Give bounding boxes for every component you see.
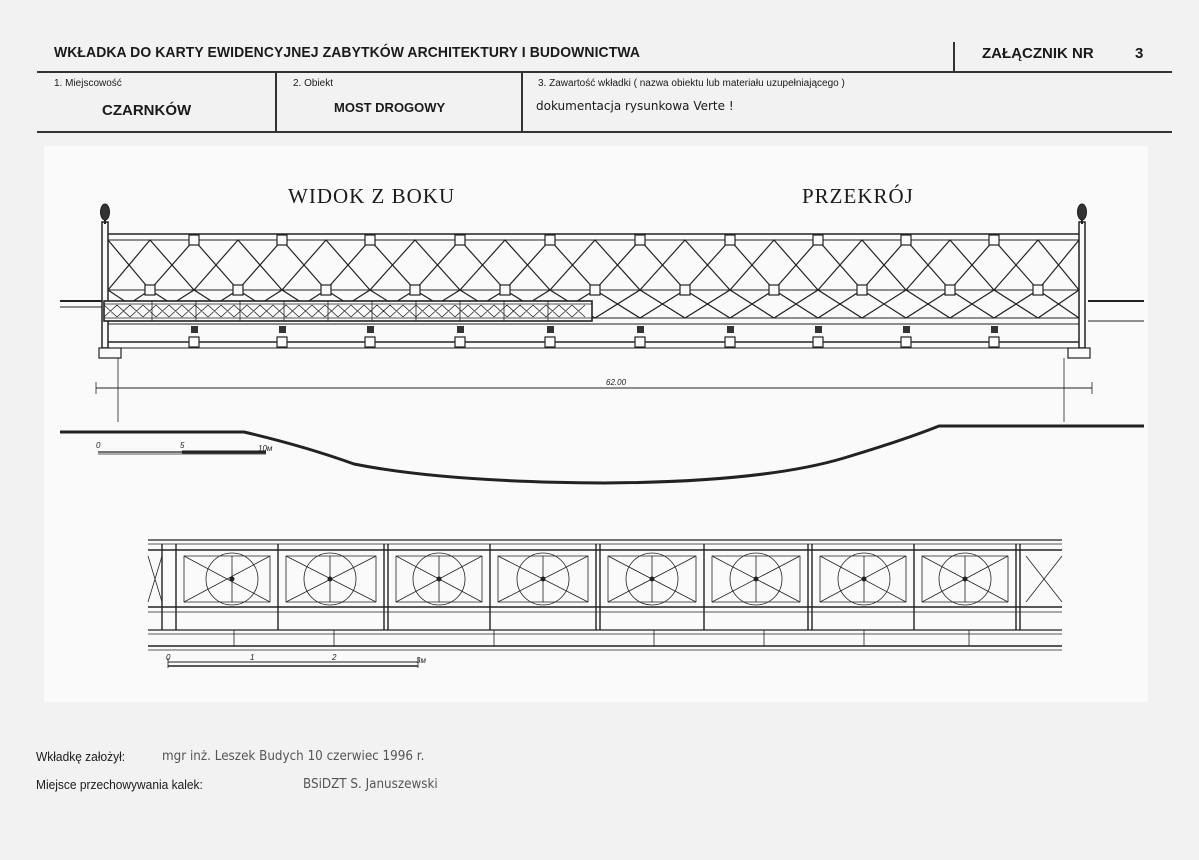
locality-label: 1. Miejscowość bbox=[54, 78, 122, 89]
field-divider-2 bbox=[521, 72, 523, 132]
field-divider-1 bbox=[275, 72, 277, 132]
span-dimension-label: 62.00 bbox=[606, 378, 627, 387]
author-value: mgr inż. Leszek Budych 10 czerwiec 1996 … bbox=[162, 749, 425, 764]
locality-value: CZARNKÓW bbox=[102, 102, 192, 119]
content-value: dokumentacja rysunkowa Verte ! bbox=[536, 99, 734, 113]
scale-bottom-tick-1: 1 bbox=[250, 653, 254, 662]
scale-bottom-tick-3: 3м bbox=[416, 656, 426, 665]
side-view-label: WIDOK Z BOKU bbox=[288, 184, 456, 208]
document-title: WKŁADKA DO KARTY EWIDENCYJNEJ ZABYTKÓW A… bbox=[54, 44, 641, 61]
header-rule bbox=[37, 71, 1172, 73]
fields-rule bbox=[37, 131, 1172, 133]
annex-label: ZAŁĄCZNIK NR bbox=[982, 45, 1094, 62]
scale-bottom-tick-0: 0 bbox=[166, 653, 171, 662]
scale-top-tick-2: 10м bbox=[258, 444, 273, 453]
scale-top-tick-1: 5 bbox=[180, 441, 185, 450]
author-label: Wkładkę założył: bbox=[36, 749, 126, 764]
drawing-sheet: 62.00 0 5 10м 0 1 2 3м WIDOK Z BOKU PRZE… bbox=[44, 146, 1148, 702]
storage-label: Miejsce przechowywania kalek: bbox=[36, 777, 203, 792]
scale-top-tick-0: 0 bbox=[96, 441, 101, 450]
scale-bottom-tick-2: 2 bbox=[331, 653, 337, 662]
section-label: PRZEKRÓJ bbox=[802, 184, 914, 208]
object-value: MOST DROGOWY bbox=[334, 100, 446, 115]
content-label: 3. Zawartość wkładki ( nazwa obiektu lub… bbox=[538, 78, 845, 89]
annex-number: 3 bbox=[1135, 45, 1144, 62]
header-divider bbox=[953, 42, 955, 72]
storage-value: BSiDZT S. Januszewski bbox=[303, 777, 438, 792]
object-label: 2. Obiekt bbox=[293, 78, 334, 89]
bridge-drawing: 62.00 0 5 10м 0 1 2 3м bbox=[60, 203, 1144, 668]
